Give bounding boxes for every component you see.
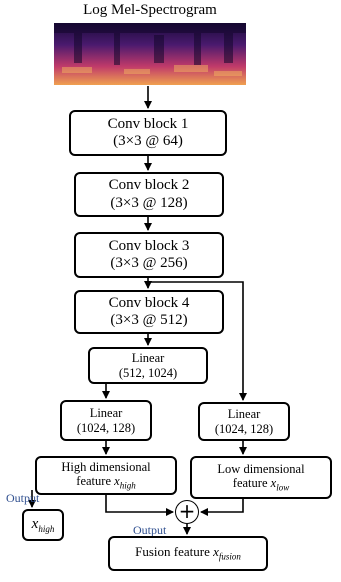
linear-high-name: Linear	[89, 406, 123, 421]
conv-block-2-name: Conv block 2	[108, 177, 190, 194]
conv-block-3: Conv block 3 (3×3 @ 256)	[74, 232, 224, 278]
conv-block-2-spec: (3×3 @ 128)	[110, 194, 188, 211]
output-x-high: xhigh	[31, 515, 55, 534]
linear-1-spec: (512, 1024)	[118, 365, 178, 380]
conv-block-1-spec: (3×3 @ 64)	[113, 133, 183, 149]
linear-high-spec: (1024, 128)	[76, 420, 136, 435]
fusion-feature-text: Fusion feature xfusion	[135, 544, 241, 562]
conv-block-3-spec: (3×3 @ 256)	[110, 255, 188, 271]
conv-block-2: Conv block 2 (3×3 @ 128)	[74, 172, 224, 217]
linear-low: Linear (1024, 128)	[198, 402, 290, 441]
low-dimensional-feature: Low dimensional feature xlow	[190, 456, 332, 499]
high-feature-line1: High dimensional	[61, 459, 151, 474]
fusion-feature-box: Fusion feature xfusion	[108, 536, 268, 571]
high-dimensional-feature: High dimensional feature xhigh	[35, 456, 177, 495]
output-label-high: Output	[6, 491, 40, 505]
linear-high: Linear (1024, 128)	[60, 400, 152, 441]
conv-block-4-name: Conv block 4	[108, 294, 190, 311]
high-feature-line2: feature xhigh	[76, 474, 136, 491]
conv-block-4: Conv block 4 (3×3 @ 512)	[74, 290, 224, 334]
conv-block-1: Conv block 1 (3×3 @ 64)	[69, 110, 227, 156]
low-feature-line1: Low dimensional	[217, 461, 305, 476]
output-x-high-box: xhigh	[22, 509, 64, 541]
conv-block-3-name: Conv block 3	[108, 237, 190, 254]
linear-low-name: Linear	[227, 407, 261, 422]
spectrogram-image	[54, 23, 246, 85]
spectrogram-title: Log Mel-Spectrogram	[83, 2, 217, 18]
conv-block-4-spec: (3×3 @ 512)	[110, 312, 188, 328]
low-feature-line2: feature xlow	[232, 476, 290, 493]
fusion-plus-node: +	[175, 500, 199, 524]
linear-low-spec: (1024, 128)	[214, 421, 274, 436]
output-label-fusion: Output	[133, 523, 167, 537]
linear-1-name: Linear	[131, 351, 165, 366]
linear-512-1024: Linear (512, 1024)	[88, 347, 208, 384]
conv-block-1-name: Conv block 1	[107, 115, 189, 132]
